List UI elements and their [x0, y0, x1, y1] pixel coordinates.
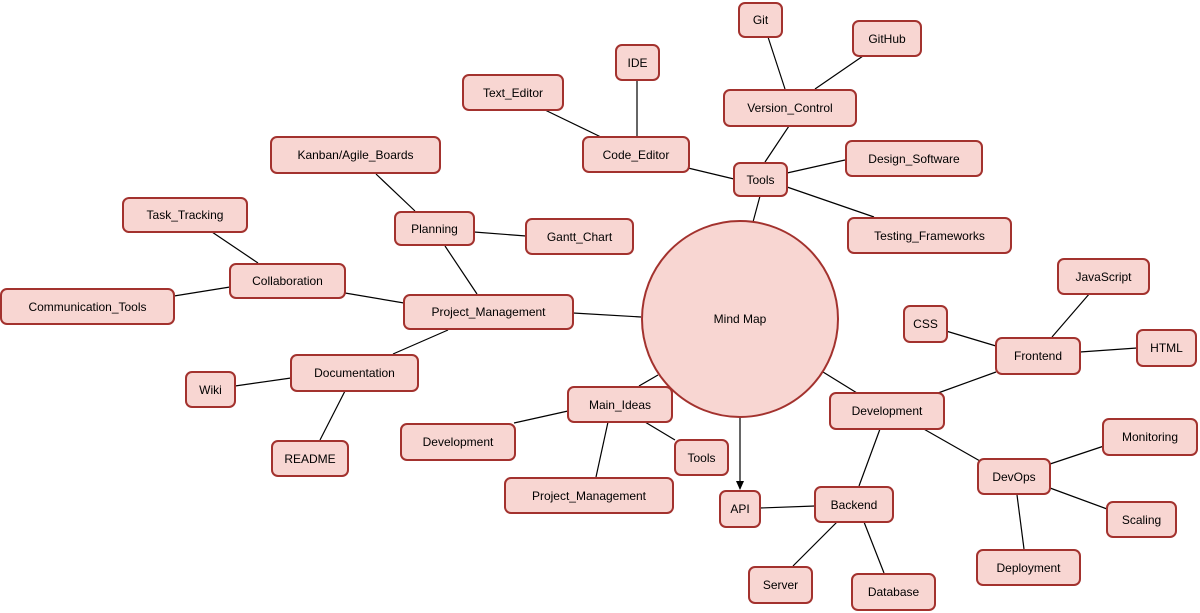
task-tracking-node[interactable]: Task_Tracking	[122, 197, 248, 233]
planning-node[interactable]: Planning	[394, 211, 475, 246]
database-node[interactable]: Database	[851, 573, 936, 611]
edge-pm-documentation	[392, 329, 449, 355]
edge-center-main-ideas	[638, 374, 659, 387]
devops-node[interactable]: DevOps	[977, 458, 1051, 495]
gantt-chart-node[interactable]: Gantt_Chart	[525, 218, 634, 255]
git-node[interactable]: Git	[738, 2, 783, 38]
center-node[interactable]: Mind Map	[641, 220, 839, 418]
edge-backend-api	[759, 505, 816, 509]
documentation-node[interactable]: Documentation	[290, 354, 419, 392]
api-node[interactable]: API	[719, 490, 761, 528]
css-node[interactable]: CSS	[903, 305, 948, 343]
readme-node[interactable]: README	[271, 440, 349, 477]
edge-version-control-github	[814, 55, 864, 90]
design-software-node[interactable]: Design_Software	[845, 140, 983, 177]
main-ideas-project-management-node[interactable]: Project_Management	[504, 477, 674, 514]
edge-planning-gantt	[473, 231, 527, 237]
edge-frontend-css	[945, 330, 997, 347]
edge-code-editor-text-editor	[544, 109, 604, 139]
edge-tools-testing-frameworks	[786, 186, 875, 218]
edge-development-frontend	[937, 371, 997, 394]
edge-version-control-git	[767, 36, 786, 90]
wiki-node[interactable]: Wiki	[185, 371, 236, 408]
edge-frontend-html	[1079, 347, 1138, 353]
edge-backend-database	[863, 521, 885, 574]
kanban-node[interactable]: Kanban/Agile_Boards	[270, 136, 441, 174]
edge-pm-planning	[444, 245, 478, 295]
edge-documentation-wiki	[234, 377, 292, 387]
text-editor-node[interactable]: Text_Editor	[462, 74, 564, 111]
edge-devops-monitoring	[1049, 445, 1105, 465]
edge-frontend-javascript	[1051, 292, 1091, 338]
project-management-node[interactable]: Project_Management	[403, 294, 574, 330]
ide-node[interactable]: IDE	[615, 44, 660, 81]
edge-center-project-management	[572, 312, 642, 318]
edge-tools-code-editor	[687, 167, 735, 180]
edge-center-tools	[752, 195, 761, 223]
main-ideas-development-node[interactable]: Development	[400, 423, 516, 461]
version-control-node[interactable]: Version_Control	[723, 89, 857, 127]
monitoring-node[interactable]: Monitoring	[1102, 418, 1198, 456]
main-ideas-tools-node[interactable]: Tools	[674, 439, 729, 476]
edge-main-ideas-tools	[644, 421, 676, 441]
edge-backend-server	[792, 521, 838, 567]
scaling-node[interactable]: Scaling	[1106, 501, 1177, 538]
edge-documentation-readme	[319, 390, 346, 441]
edge-development-backend	[858, 428, 881, 487]
main-ideas-node[interactable]: Main_Ideas	[567, 386, 673, 423]
edge-tools-version-control	[764, 125, 790, 163]
edge-development-devops	[921, 427, 981, 462]
tools-node[interactable]: Tools	[733, 162, 788, 197]
edge-collaboration-task-tracking	[211, 231, 259, 264]
edge-center-development	[822, 371, 858, 394]
backend-node[interactable]: Backend	[814, 486, 894, 523]
edge-devops-scaling	[1049, 487, 1108, 510]
communication-tools-node[interactable]: Communication_Tools	[0, 288, 175, 325]
deployment-node[interactable]: Deployment	[976, 549, 1081, 586]
javascript-node[interactable]: JavaScript	[1057, 258, 1150, 295]
github-node[interactable]: GitHub	[852, 20, 922, 57]
testing-frameworks-node[interactable]: Testing_Frameworks	[847, 217, 1012, 254]
collaboration-node[interactable]: Collaboration	[229, 263, 346, 299]
frontend-node[interactable]: Frontend	[995, 337, 1081, 375]
edge-tools-design-software	[786, 159, 846, 174]
code-editor-node[interactable]: Code_Editor	[582, 136, 690, 173]
edge-main-ideas-development	[513, 410, 569, 424]
edge-main-ideas-project-management	[595, 421, 609, 478]
server-node[interactable]: Server	[748, 566, 813, 604]
edge-pm-collaboration	[344, 292, 405, 304]
edge-devops-deployment	[1016, 494, 1025, 550]
development-node[interactable]: Development	[829, 392, 945, 430]
html-node[interactable]: HTML	[1136, 329, 1197, 367]
edge-collaboration-communication	[173, 286, 231, 297]
edge-planning-kanban	[375, 173, 416, 212]
